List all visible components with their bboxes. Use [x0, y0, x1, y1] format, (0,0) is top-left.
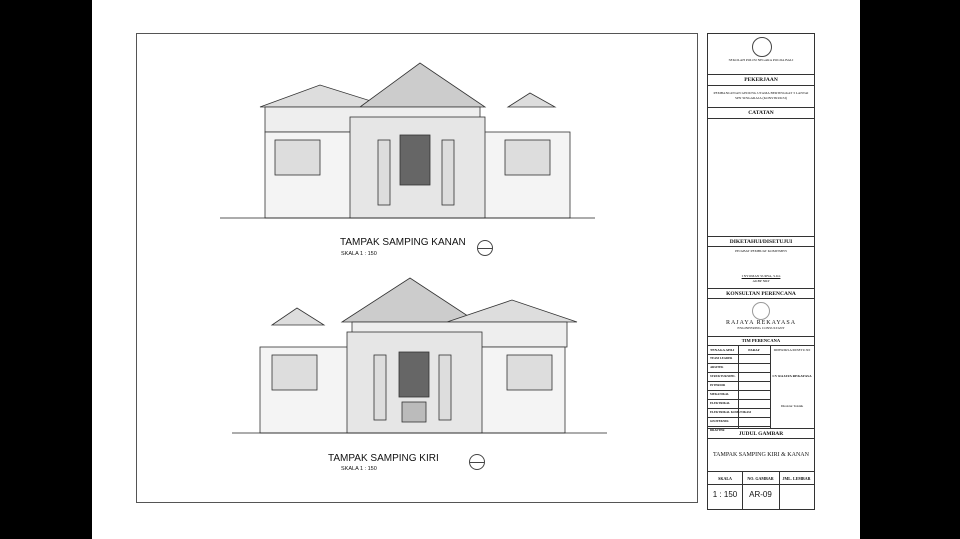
- police-logo-icon: [752, 37, 772, 57]
- team-role: ELEKTRIKAL: [708, 399, 770, 408]
- approved-role: PEJABAT PEMBUAT KOMITMEN: [708, 246, 814, 254]
- col-sign: PARAF: [748, 348, 760, 352]
- team-table: TENAGA AHLI PARAF DIPERIKSA/DISETUJUI TE…: [708, 345, 814, 432]
- view1-scale: SKALA 1 : 150: [341, 251, 377, 257]
- count-label: JML. LEMBAR: [782, 476, 811, 481]
- approved-name: I NYOMAN SURYA, S.Kn: [741, 274, 781, 278]
- sheet-number: AR-09: [749, 490, 772, 499]
- team-role: ARSITEK: [708, 363, 770, 372]
- approved-header: DIKETAHUI/DISETUJUI: [708, 236, 814, 247]
- col-check: DIPERIKSA/DISETUJUI: [773, 348, 811, 352]
- elevation-right-side: [220, 62, 595, 219]
- consultant-logo-icon: [752, 302, 770, 320]
- section-marker: [469, 454, 485, 470]
- drawing-sheet: [92, 0, 860, 539]
- work-description: PEMBANGUNAN GEDUNG UTAMA BERTINGKAT 3 LA…: [708, 85, 814, 106]
- team-role: ELEKTRIKAL KOMUNIKASI: [708, 408, 770, 417]
- notes-header: CATATAN: [708, 107, 814, 118]
- view1-title: TAMPAK SAMPING KANAN: [340, 237, 466, 248]
- institution: SEKOLAH POLISI NEGARA POLDA BALI: [728, 58, 794, 62]
- team-role: STRUKTUR/SIPIL: [708, 372, 770, 381]
- team-role: MEKANIKAL: [708, 390, 770, 399]
- work-header: PEKERJAAN: [708, 74, 814, 85]
- view2-scale: SKALA 1 : 150: [341, 466, 377, 472]
- consultant-logo-text: RAJAYA REKAYASA: [725, 320, 797, 326]
- drawing-title: TAMPAK SAMPING KIRI & KANAN: [708, 438, 814, 472]
- sheet-label: NO. GAMBAR: [747, 476, 774, 481]
- drawing-frame: [136, 33, 698, 503]
- team-header: TIM PERENCANA: [708, 336, 814, 345]
- consultant-sub: ENGINEERING CONSULTANT: [737, 326, 785, 330]
- view2-title: TAMPAK SAMPING KIRI: [328, 453, 439, 464]
- team-role: INTERIOR: [708, 381, 770, 390]
- approved-id: AKBP NRP: [752, 279, 770, 283]
- team-role: DRAFTER: [708, 426, 770, 435]
- firm: CV RAJAYA REKAYASA: [772, 374, 812, 378]
- elevation-left-side: [232, 277, 607, 434]
- scale-value: 1 : 150: [712, 490, 738, 499]
- section-marker: [477, 240, 493, 256]
- director: Direktur Teknik: [780, 404, 804, 408]
- title-block: SEKOLAH POLISI NEGARA POLDA BALI PEKERJA…: [707, 33, 815, 510]
- col-expert: TENAGA AHLI: [710, 348, 735, 352]
- team-role: GEOTEKNIK: [708, 417, 770, 426]
- scale-label: SKALA: [718, 476, 732, 481]
- team-role: TEAM LEADER: [708, 354, 770, 363]
- consultant-header: KONSULTAN PERENCANA: [708, 288, 814, 299]
- drawing-title-header: JUDUL GAMBAR: [708, 428, 814, 439]
